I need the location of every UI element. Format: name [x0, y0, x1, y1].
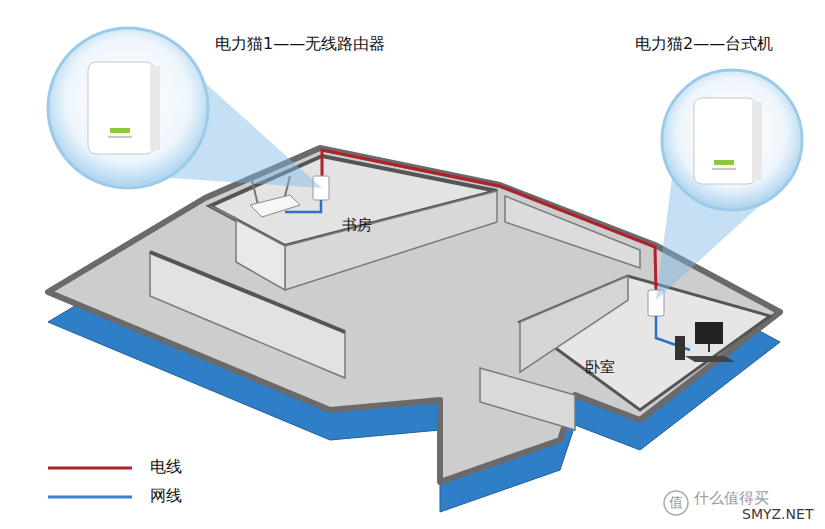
inner-wall [150, 252, 345, 378]
zoom-circle [662, 70, 802, 210]
legend-line-sample [48, 467, 132, 470]
watermark: 什么值得买 [694, 489, 769, 507]
legend-text: 网线 [150, 486, 182, 505]
zoom-circle [48, 28, 208, 188]
watermark-url: SMYZ.NET [742, 506, 813, 523]
callout-title: 电力猫2——台式机 [635, 34, 773, 53]
study-wall [285, 191, 497, 290]
desktop-computer [675, 322, 735, 362]
legend-text: 电线 [150, 457, 182, 476]
study-side-wall [210, 206, 285, 290]
room-name: 卧室 [585, 358, 615, 376]
room-label-box: 书房 [342, 216, 372, 234]
bedroom-wall [520, 276, 628, 372]
callout-heading-box: 电力猫1——无线路由器 [215, 34, 385, 53]
callout-title: 电力猫1——无线路由器 [215, 34, 385, 53]
inner-wall [480, 368, 575, 430]
room-label-box: 卧室 [585, 358, 615, 376]
watermark-logo [664, 491, 688, 515]
callout-heading-box: 电力猫2——台式机 [635, 34, 773, 53]
watermark: 值 [669, 494, 683, 511]
legend-line-sample [48, 496, 132, 499]
room-name: 书房 [342, 216, 372, 234]
powerline-adapter [313, 176, 329, 200]
power-wire [322, 150, 656, 292]
network-cable [285, 200, 321, 212]
wall-top [150, 252, 345, 332]
